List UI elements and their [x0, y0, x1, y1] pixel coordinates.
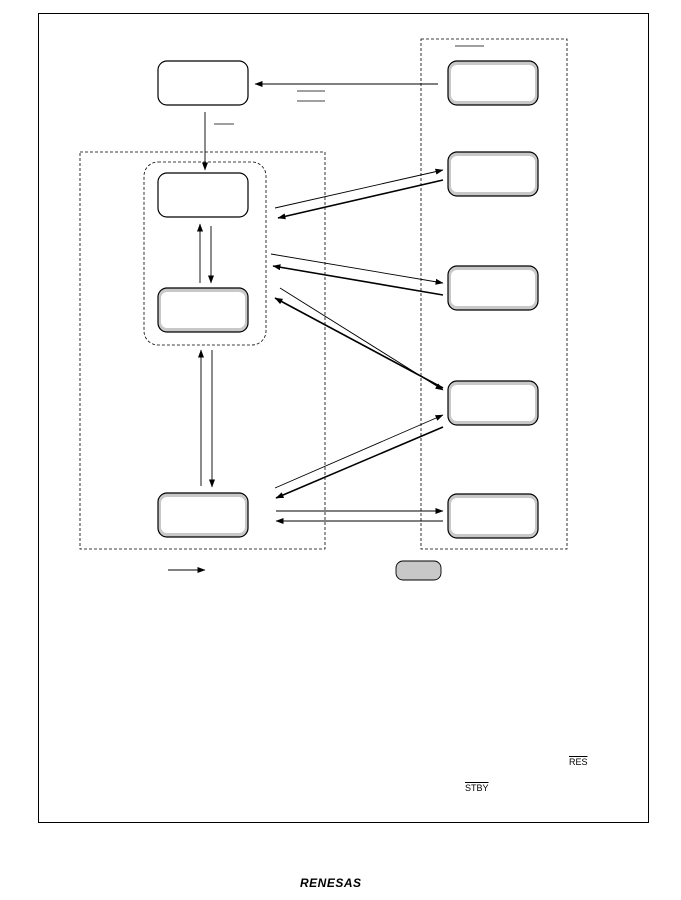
transition-arrow — [274, 297, 444, 389]
transition-arrow — [274, 168, 444, 209]
transition-arrow — [275, 426, 444, 499]
hardware-standby-box-inner — [451, 498, 535, 534]
stby-signal-label: STBY — [465, 783, 489, 793]
figure-frame — [38, 13, 649, 823]
renesas-logo: RENESAS — [300, 876, 362, 890]
program-execution-region — [79, 151, 326, 550]
active-mode-box — [157, 172, 249, 218]
reset-state-box — [157, 60, 249, 106]
standby-mode-box-inner — [451, 65, 535, 101]
power-down-region — [420, 38, 568, 550]
watch-mode-box-inner — [451, 156, 535, 192]
transition-arrow — [270, 253, 444, 285]
subsleep-mode-box-inner — [161, 497, 245, 533]
sleep-mode-box-inner — [161, 292, 245, 328]
subactive-mode-box-inner — [451, 270, 535, 306]
module-standby-box-inner — [451, 385, 535, 421]
legend-power-down-swatch — [395, 560, 442, 581]
transition-arrow — [274, 414, 444, 489]
transition-arrow — [277, 179, 444, 220]
res-signal-label: RES — [569, 757, 588, 767]
transition-arrow — [272, 264, 444, 296]
